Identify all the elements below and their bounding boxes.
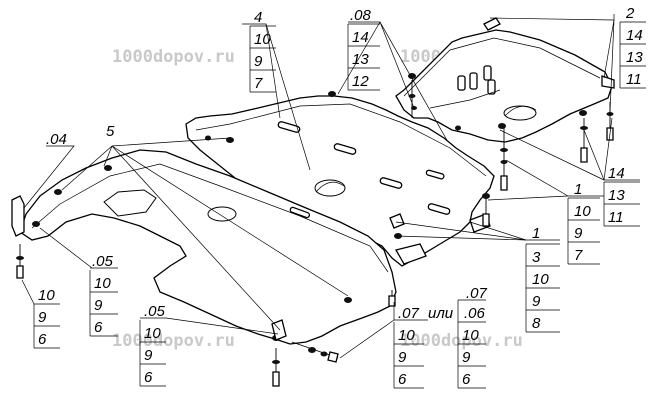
callout-4: 4	[254, 9, 262, 26]
stack-item: 9	[144, 347, 153, 364]
stack-item: 6	[94, 319, 103, 336]
stack-item: 9	[462, 349, 471, 366]
stack-top-4: 10 9 7	[249, 25, 276, 93]
watermark: 1000dopov.ru	[400, 331, 523, 351]
callout-ili: или	[428, 305, 454, 322]
stack-item: 11	[626, 71, 642, 88]
stack-left-bolt: 10 9 6	[21, 279, 60, 349]
stack-item: 9	[398, 349, 407, 366]
stack-item: 13	[352, 51, 369, 68]
stack-item: 10	[532, 271, 549, 288]
stack-item: 7	[254, 75, 263, 92]
stack-item: 10	[254, 31, 271, 48]
callout-1-upper: 1	[574, 181, 582, 198]
stack-left-05: 10 9 6	[89, 270, 118, 337]
stack-item: 10	[144, 325, 161, 342]
stack-item: 8	[532, 315, 541, 332]
stack-item: 6	[144, 369, 153, 386]
callout-06: .06	[464, 305, 486, 322]
left-plate	[11, 149, 397, 345]
stack-bottom-07: 10 9 6	[393, 322, 424, 389]
callout-14-right: 14	[608, 165, 625, 182]
stack-right-3: 3 10 9 8	[525, 243, 560, 333]
stack-item: 9	[94, 297, 103, 314]
stack-item: 6	[462, 371, 471, 388]
stack-item: 10	[398, 327, 415, 344]
callout-07-top: .07	[466, 285, 488, 302]
stack-item: 9	[254, 53, 263, 70]
stack-item: 10	[38, 287, 55, 304]
stack-item: 14	[352, 29, 369, 46]
stack-item: 12	[352, 73, 369, 90]
stack-item: 6	[398, 371, 407, 388]
callout-labels: .04 5 .05 .05 4 .08 2 14 1 1 .07 .07 или…	[46, 5, 635, 322]
stack-item: 13	[626, 49, 643, 66]
stack-item: 9	[38, 309, 47, 326]
stack-item: 3	[532, 249, 541, 266]
leader-lines	[23, 14, 640, 359]
callout-08: .08	[350, 7, 372, 24]
stack-item: 11	[608, 209, 624, 226]
stack-bottom-05: 10 9 6	[139, 320, 166, 387]
callout-04: .04	[46, 131, 67, 148]
middle-plate	[185, 91, 495, 267]
watermark: 1000dopov.ru	[112, 47, 235, 67]
stack-item: 7	[574, 247, 583, 264]
stack-item: 9	[532, 293, 541, 310]
stack-item: 10	[94, 275, 111, 292]
right-upper-plate	[395, 17, 615, 143]
callout-05-bottom: .05	[144, 303, 166, 320]
callout-05-left: .05	[92, 253, 114, 270]
stack-right-2: 14 13 11	[619, 21, 646, 89]
stack-item: 6	[38, 331, 47, 348]
callout-07-bottom: .07	[398, 305, 420, 322]
stack-item: 9	[574, 225, 583, 242]
stack-item: 13	[608, 187, 625, 204]
callout-2: 2	[625, 5, 635, 22]
watermark: 1000dopov.ru	[112, 331, 235, 351]
stack-right-14: 13 11	[603, 181, 640, 227]
callout-1-lower: 1	[532, 225, 540, 242]
stack-item: 14	[626, 27, 643, 44]
stack-middle-06: 10 9 6	[457, 299, 486, 389]
stack-right-1: 10 9 7	[567, 197, 600, 265]
stack-item: 10	[574, 203, 591, 220]
stack-top-08: 14 13 12	[347, 23, 380, 91]
callout-5: 5	[106, 123, 115, 140]
stack-item: 10	[462, 327, 479, 344]
